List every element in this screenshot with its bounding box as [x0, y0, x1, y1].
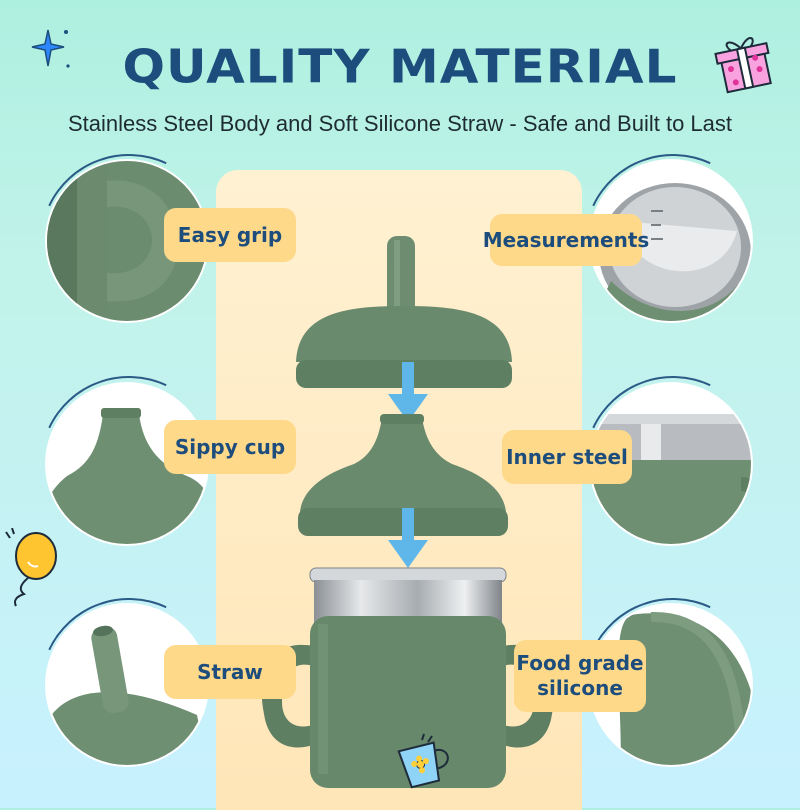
sippy-cup-label: Sippy cup	[164, 420, 296, 474]
arrow-down-icon	[386, 362, 430, 424]
cup-body-image	[258, 564, 558, 792]
cup-icon	[392, 732, 462, 792]
food-grade-label-line2: silicone	[537, 676, 623, 700]
food-grade-silicone-label: Food grade silicone	[514, 640, 646, 712]
page-subtitle: Stainless Steel Body and Soft Silicone S…	[67, 111, 733, 136]
measurements-label: Measurements	[483, 214, 649, 266]
page-title: QUALiTY MATERiAL	[122, 40, 678, 94]
easy-grip-label: Easy grip	[164, 208, 296, 262]
balloon-icon	[2, 528, 62, 608]
inner-steel-label: Inner steel	[502, 430, 632, 484]
sparkle-icon	[28, 26, 74, 72]
arrow-down-icon	[386, 508, 430, 570]
food-grade-label-line1: Food grade	[516, 651, 644, 675]
gift-icon	[712, 30, 778, 96]
straw-label: Straw	[164, 645, 296, 699]
